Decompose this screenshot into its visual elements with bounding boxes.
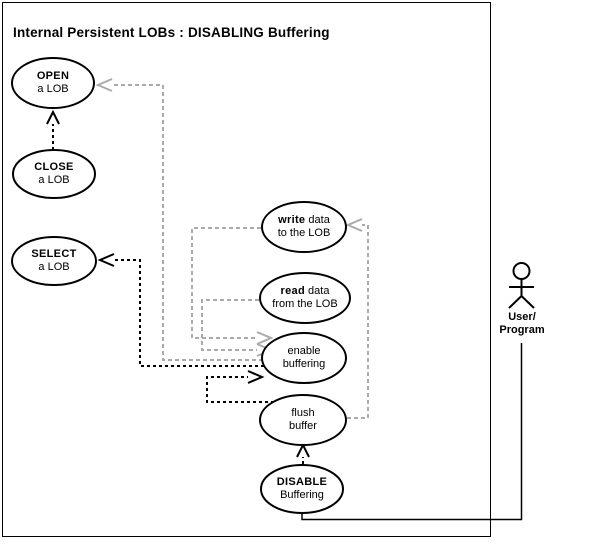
diagram-frame — [2, 2, 491, 537]
usecase-enable-buffering-shape — [261, 332, 347, 384]
arrowhead-into-open-gray-icon — [95, 78, 113, 92]
arrowhead-into-select-icon — [97, 253, 115, 267]
arrowhead-into-write-icon — [345, 218, 363, 232]
connector-read-data-to-enable-buffering — [201, 299, 266, 351]
usecase-label-disable-buffering: DISABLE Buffering — [276, 476, 328, 501]
connector-enable-buffering-to-select — [114, 259, 270, 367]
usecase-label-flush-buffer: flush buffer — [289, 407, 317, 432]
diagram-title: Internal Persistent LOBs : DISABLING Buf… — [13, 25, 330, 40]
connector-actor-to-disable — [301, 343, 523, 521]
usecase-label-enable-buffering: enable buffering — [282, 345, 326, 370]
arrowhead-into-flush-icon — [296, 442, 310, 458]
usecase-flush-buffer-shape — [259, 394, 347, 446]
usecase-open-a-lob-shape — [11, 57, 95, 109]
usecase-write-data-shape — [261, 201, 347, 253]
actor-label: User/ Program — [499, 311, 545, 336]
arrowhead-into-open-from-close-icon — [46, 109, 60, 125]
usecase-disable-buffering-shape — [260, 464, 344, 514]
usecase-label-write-data: write data to the LOB — [277, 214, 331, 239]
usecase-label-select-a-lob: SELECT a LOB — [31, 248, 77, 273]
arrowhead-into-enable-from-write-icon — [256, 331, 274, 345]
usecase-label-close-a-lob: CLOSE a LOB — [34, 161, 74, 186]
connector-write-data-to-enable-buffering — [191, 227, 268, 339]
usecase-label-read-data: read data from the LOB — [272, 285, 338, 310]
arrowhead-into-enable-from-flush-icon — [247, 370, 265, 384]
usecase-label-open-a-lob: OPEN a LOB — [36, 70, 70, 95]
connector-flush-buffer-to-enable-buffering — [206, 376, 280, 403]
connector-enable-buffering-to-open — [112, 84, 270, 361]
usecase-close-a-lob-shape — [12, 149, 96, 199]
usecase-select-a-lob-shape — [11, 236, 97, 286]
actor-stick-figure-icon — [508, 262, 535, 309]
connector-flush-buffer-to-write-data — [340, 224, 369, 419]
usecase-read-data-shape — [259, 272, 351, 324]
